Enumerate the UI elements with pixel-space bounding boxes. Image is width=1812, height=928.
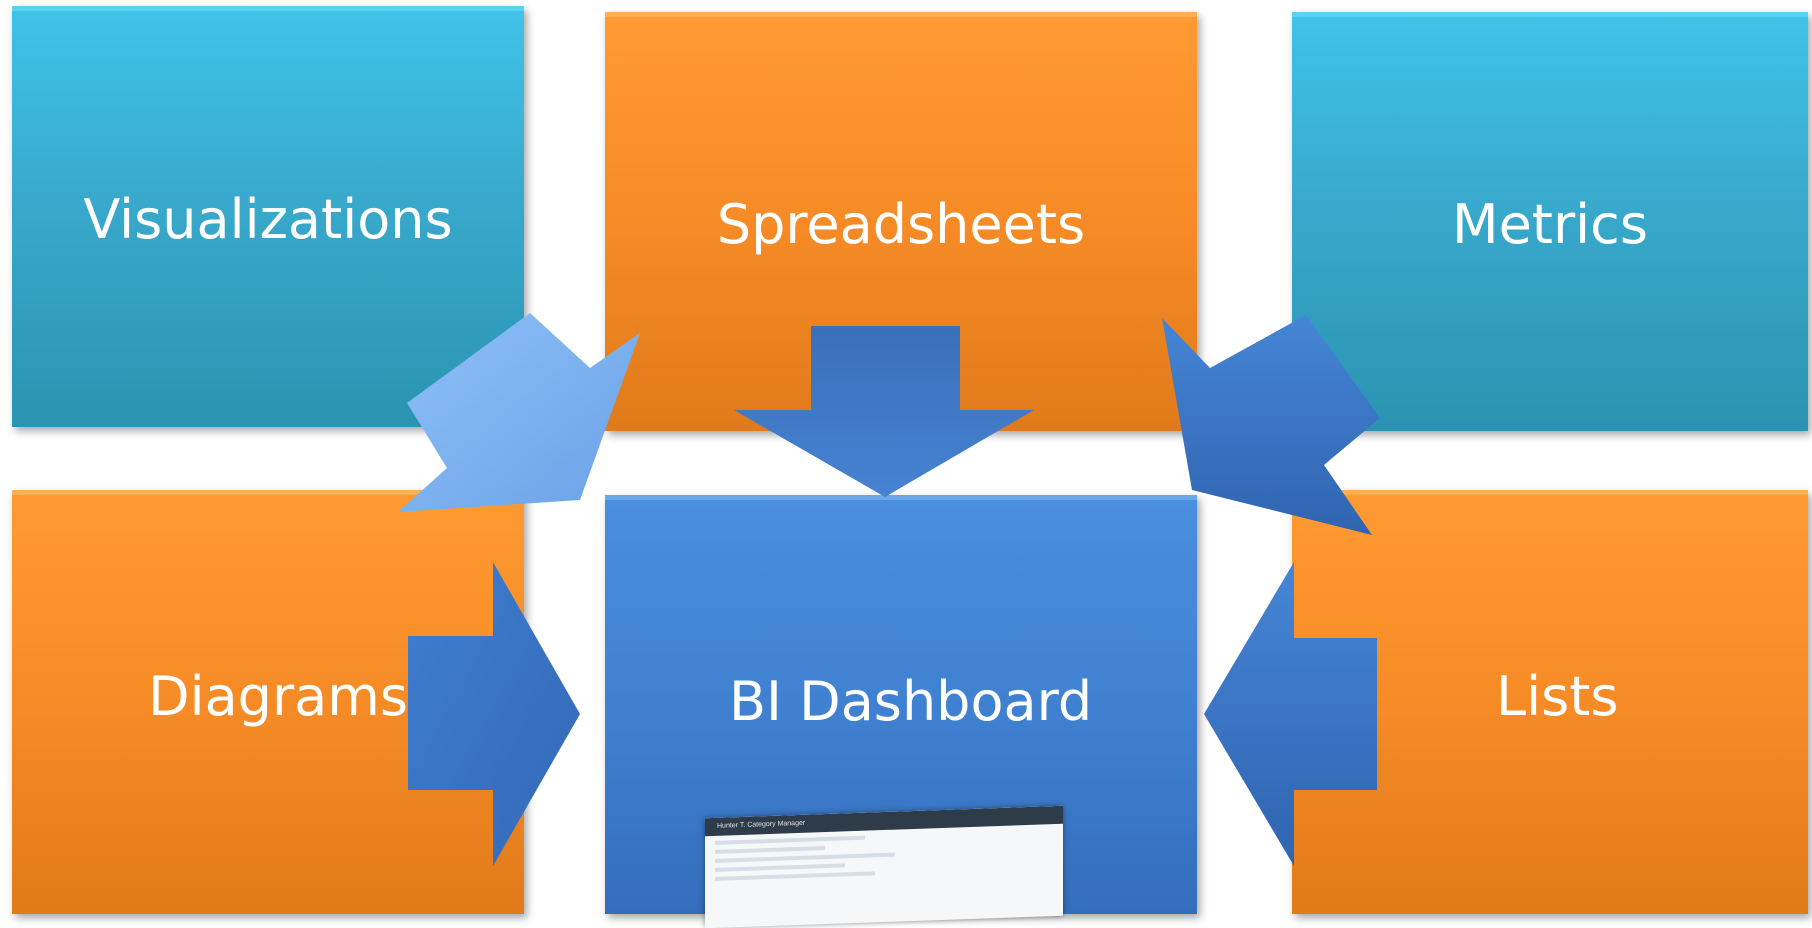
diagrams-label: Diagrams (148, 665, 408, 728)
thumbnail-row (715, 863, 845, 872)
diagrams-box: Diagrams (12, 490, 524, 914)
bi-dashboard-label: BI Dashboard (729, 670, 1093, 733)
thumbnail-row (715, 846, 825, 854)
metrics-label: Metrics (1451, 192, 1648, 256)
lists-label: Lists (1496, 665, 1619, 728)
visualizations-label: Visualizations (83, 187, 453, 251)
metrics-box: Metrics (1292, 12, 1808, 431)
dashboard-thumbnail: Hunter T. Category Manager (705, 805, 1063, 928)
lists-box: Lists (1292, 490, 1808, 914)
spreadsheets-label: Spreadsheets (716, 192, 1086, 256)
thumbnail-row (715, 835, 865, 845)
spreadsheets-box: Spreadsheets (605, 12, 1197, 431)
thumbnail-row (715, 871, 875, 881)
thumbnail-row (715, 852, 895, 863)
visualizations-box: Visualizations (12, 6, 524, 427)
